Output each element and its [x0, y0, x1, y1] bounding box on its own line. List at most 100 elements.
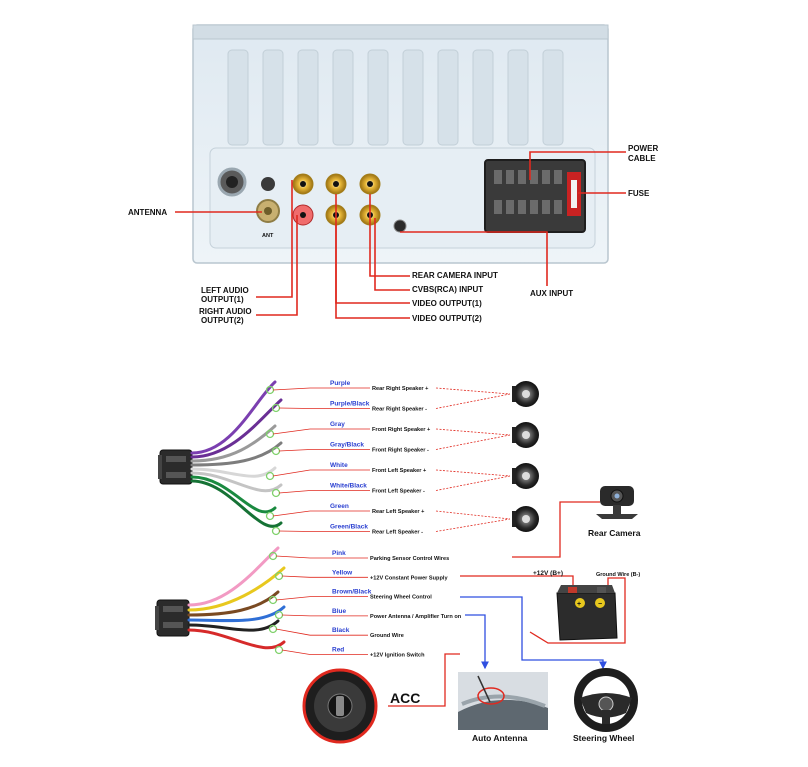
- battery-device: +12V (B+) Ground Wire (B-) + −: [460, 570, 640, 644]
- wire-function-label: Front Left Speaker -: [372, 489, 425, 495]
- wire-color-label: White: [330, 462, 348, 469]
- wire-leader-line: [278, 490, 311, 494]
- wire-color-label: White/Black: [330, 483, 367, 490]
- callout-left-audio-line1: LEFT AUDIO: [201, 286, 249, 295]
- wire-leader-line: [281, 614, 311, 617]
- wire-function-label: Ground Wire: [370, 633, 404, 639]
- svg-text:−: −: [598, 601, 602, 608]
- wire-function-label: Rear Right Speaker -: [372, 407, 427, 413]
- speakers: [512, 381, 539, 532]
- wire-purple-black: [190, 398, 283, 459]
- wire-crimp-marker: [268, 624, 278, 634]
- callout-cvbs-input: CVBS(RCA) INPUT: [412, 285, 483, 294]
- wire-function-label: Front Right Speaker +: [372, 427, 431, 433]
- speaker-front-left: [512, 463, 539, 489]
- steering-wheel-icon: [574, 668, 638, 732]
- rca-jacks: [292, 173, 381, 226]
- speaker-rear-right: [512, 381, 539, 407]
- callout-fuse: FUSE: [628, 189, 650, 198]
- wire-red: [187, 628, 286, 650]
- wire-function-label: Rear Right Speaker +: [372, 386, 429, 392]
- wire-leader-line: [278, 449, 311, 452]
- wire-crimp-marker: [265, 511, 275, 521]
- acc-device: ACC: [302, 653, 460, 744]
- wire-leader-line: [272, 510, 311, 517]
- wire-color-label: Brown/Black: [332, 589, 372, 596]
- wire-to-speaker-line: [435, 475, 511, 491]
- wire-leader-line: [278, 530, 311, 532]
- vent-slots: [227, 49, 564, 146]
- wire-gray: [190, 424, 277, 463]
- wire-leader-line: [275, 596, 311, 601]
- wire-color-label: Green/Black: [330, 524, 368, 531]
- wire-crimp-marker: [274, 645, 284, 655]
- wire-to-speaker-line: [435, 434, 511, 450]
- wire-function-label: +12V Ignition Switch: [370, 653, 425, 659]
- wire-to-speaker-line: [435, 393, 511, 409]
- svg-text:+: +: [577, 601, 581, 608]
- wire-color-label: Gray: [330, 421, 345, 428]
- battery-minus-icon: [595, 598, 605, 608]
- rear-camera-label: Rear Camera: [588, 528, 641, 538]
- callout-video-output-2: VIDEO OUTPUT(2): [412, 314, 482, 323]
- wire-leader-line: [281, 575, 311, 578]
- wire-white-black: [190, 471, 283, 493]
- wire-color-label: Black: [332, 627, 350, 634]
- mic-socket: [261, 177, 275, 191]
- iso-connector: [484, 159, 586, 233]
- rear-panel: ANT: [192, 24, 609, 264]
- wire-color-label: Yellow: [332, 569, 353, 576]
- wire-leader-line: [281, 649, 311, 655]
- steering-wheel-label: Steering Wheel: [573, 733, 634, 743]
- battery-ground-label: Ground Wire (B-): [596, 572, 640, 578]
- wire-pink: [187, 546, 280, 607]
- speaker-rear-left: [512, 506, 539, 532]
- callout-antenna: ANTENNA: [128, 208, 167, 217]
- wire-to-speaker-line: [435, 518, 511, 532]
- battery-plus-label: +12V (B+): [533, 570, 563, 577]
- rear-panel-callouts: ANTENNA POWER CABLE FUSE REAR CAMERA INP…: [128, 144, 658, 325]
- callout-power-line2: CABLE: [628, 154, 656, 163]
- wire-function-label: Rear Left Speaker +: [372, 509, 425, 515]
- wire-black: [187, 619, 280, 632]
- wire-leader-line: [275, 628, 311, 636]
- wire-to-speaker-line: [435, 428, 511, 436]
- battery-plus-icon: [575, 598, 585, 608]
- acc-label: ACC: [390, 690, 420, 706]
- wire-function-label: +12V Constant Power Supply: [370, 575, 448, 581]
- wire-crimp-marker: [271, 488, 281, 498]
- wire-yellow: [187, 566, 286, 612]
- wire-color-label: Purple: [330, 380, 351, 387]
- aux-jack: [393, 219, 407, 233]
- callout-right-audio-line2: OUTPUT(2): [201, 316, 244, 325]
- steering-wheel-device: Steering Wheel: [460, 596, 638, 743]
- rear-panel-callout-lines: [175, 151, 626, 319]
- wire-color-label: Gray/Black: [330, 442, 364, 449]
- wire-green: [190, 475, 277, 514]
- wire-leader-line: [272, 387, 311, 391]
- callout-power-line1: POWER: [628, 144, 658, 153]
- wire-color-label: Green: [330, 503, 349, 510]
- wire-color-label: Purple/Black: [330, 401, 370, 408]
- wire-crimp-marker: [265, 471, 275, 481]
- wire-function-label: Parking Sensor Control Wires: [370, 556, 449, 562]
- ant-panel-label: ANT: [262, 233, 274, 239]
- rear-camera-device: Rear Camera: [512, 486, 641, 558]
- power-harness-connector: [155, 599, 190, 637]
- wire-color-label: Blue: [332, 608, 346, 615]
- wire-leader-line: [275, 555, 311, 559]
- wire-green-black: [190, 479, 283, 528]
- callout-left-audio-line2: OUTPUT(1): [201, 295, 244, 304]
- speaker-front-right: [512, 422, 539, 448]
- wire-to-speaker-line: [435, 387, 511, 395]
- wire-function-label: Front Left Speaker +: [372, 468, 427, 474]
- wire-function-label: Rear Left Speaker -: [372, 530, 423, 536]
- speaker-harness-connector: [158, 449, 193, 485]
- wire-function-label: Power Antenna / Amplifier Turn on: [370, 614, 462, 620]
- wire-leader-line: [272, 428, 311, 435]
- wire-crimp-marker: [271, 526, 281, 536]
- wire-function-label: Front Right Speaker -: [372, 448, 429, 454]
